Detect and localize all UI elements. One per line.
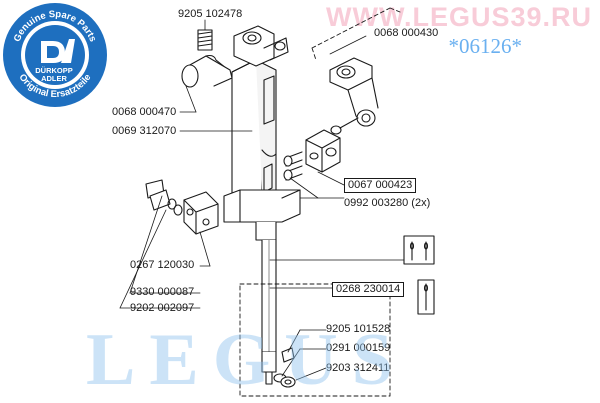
stud-with-spring (181, 29, 233, 88)
logo-brand-text: DÜRKOPP ADLER (35, 66, 73, 83)
watermark-brand-text: LEGUS (86, 319, 407, 401)
needle-clamp-parts (273, 347, 296, 388)
crank-link (329, 57, 379, 135)
part-label-9202-002097: 9202 002097 (130, 302, 195, 314)
part-label-9330-000087: 9330 000087 (130, 286, 195, 298)
needle-bar-rod (261, 239, 277, 385)
clamp-block (305, 129, 341, 173)
watermark-article-code: *06126* (448, 34, 523, 58)
needle-bar-bracket (223, 25, 301, 241)
part-label-0992-003280: 0992 003280 (2x) (344, 197, 431, 209)
part-label-9203-312411: 9203 312411 (326, 362, 390, 374)
part-label-9205-101528: 9205 101528 (326, 323, 391, 335)
guide-block-assembly (145, 179, 219, 235)
durkopp-adler-logo: Genuine Spare Parts Original Ersatzteile (3, 3, 107, 107)
part-label-0268-230014: 0268 230014 (332, 282, 405, 297)
part-label-9205-102478: 9205 102478 (178, 8, 243, 20)
part-label-0267-120030: 0267 120030 (130, 259, 195, 271)
part-label-0068-000430: 0068 000430 (374, 27, 439, 39)
part-label-0068-000470: 0068 000470 (112, 106, 177, 118)
part-label-0291-000159: 0291 000159 (326, 342, 391, 354)
watermark-site-text: WWW.LEGUS39.RU (325, 2, 592, 32)
leader-lines (119, 19, 405, 381)
part-label-0067-000423: 0067 000423 (344, 178, 417, 193)
screws-pair (283, 151, 303, 181)
needle-icons (403, 235, 435, 315)
part-label-0069-312070: 0069 312070 (112, 125, 177, 137)
